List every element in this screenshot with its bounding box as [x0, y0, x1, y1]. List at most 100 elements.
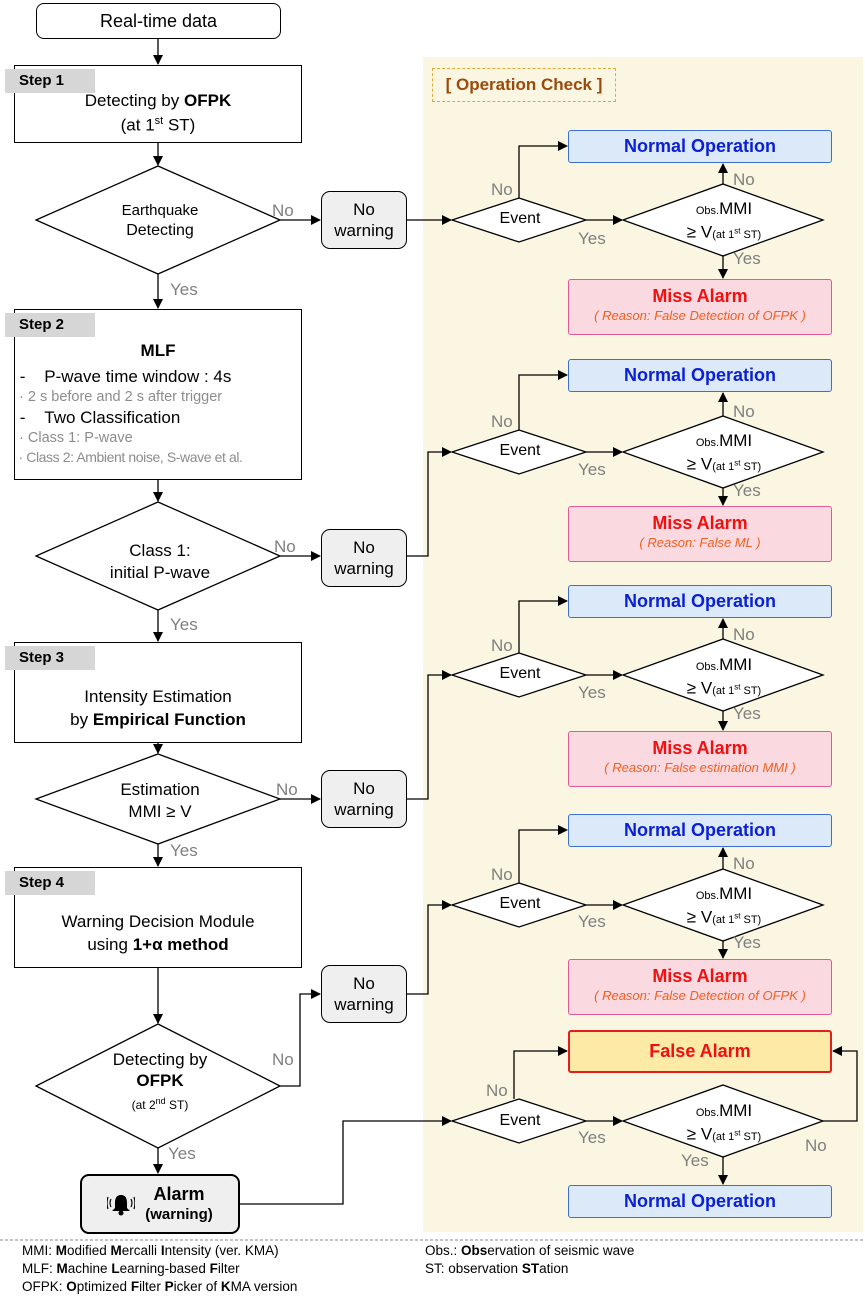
yes-label-1: Yes	[170, 280, 198, 299]
step1-sub: (at 1	[120, 115, 155, 135]
mmi-decision-1: Obs.MMI≥ V(at 1st ST)	[686, 199, 762, 242]
yes-label-3: Yes	[170, 841, 198, 860]
footnote-mlf: MLF: Machine Learning-based Filter	[22, 1261, 240, 1276]
step1-tag: Step 1	[5, 69, 95, 93]
step2-sub2a: Class 1: P-wave	[27, 430, 133, 446]
mmi-diamond-2	[621, 415, 825, 489]
decision-class1	[34, 501, 282, 611]
event-label-1: Event	[499, 210, 541, 227]
real-time-data-box: Real-time data	[36, 3, 281, 39]
step3-sub: by	[70, 710, 93, 729]
arrow-d4-nowarn	[280, 989, 321, 1087]
event-label-4: Event	[499, 895, 541, 912]
yes-label-4: Yes	[168, 1144, 196, 1163]
arrow-nowarn-event-3	[407, 670, 452, 800]
footnote-mmi: MMI: Modified Mercalli Intensity (ver. K…	[22, 1243, 279, 1258]
miss-alarm-1: Miss Alarm( Reason: False Detection of O…	[568, 279, 832, 335]
mmi-diamond-5	[621, 1084, 825, 1158]
footnote-right: Obs.: Observation of seismic wave ST: ob…	[425, 1242, 634, 1278]
r4-no-event: No	[491, 865, 513, 884]
mmi-decision-4: Obs.MMI≥ V(at 1st ST)	[686, 884, 762, 927]
bell-icon	[107, 1195, 136, 1216]
r4-no-mmi: No	[733, 854, 755, 873]
r2-yes-event: Yes	[578, 460, 606, 479]
step3-bold: Empirical Function	[92, 710, 246, 729]
mmi-diamond-3	[621, 638, 825, 712]
footnote-obs: Obs.: Observation of seismic wave	[425, 1243, 635, 1258]
no-label-4: No	[272, 1050, 294, 1069]
r2-no-event: No	[491, 412, 513, 431]
normal-operation-1: Normal Operation	[568, 130, 832, 163]
r5-yes-mmi: Yes	[681, 1151, 709, 1170]
step2-title: MLF	[140, 341, 176, 360]
step4-sub: using	[87, 935, 133, 954]
normal-operation-4: Normal Operation	[568, 814, 832, 847]
alarm-sub: (warning)	[145, 1206, 213, 1223]
event-label-3: Event	[499, 665, 541, 682]
event-diamond-4	[449, 882, 589, 928]
mmi-decision-2: Obs.MMI≥ V(at 1st ST)	[686, 431, 762, 474]
mmi-diamond-1	[621, 183, 825, 257]
footnote-left: MMI: Modified Mercalli Intensity (ver. K…	[22, 1242, 297, 1296]
step4-bold: 1+α method	[132, 935, 229, 954]
no-label-2: No	[274, 537, 296, 556]
operation-check-title: [ Operation Check ]	[432, 68, 616, 102]
alarm-box: Alarm (warning)	[80, 1174, 240, 1234]
r1-no-event: No	[491, 180, 513, 199]
no-label-3: No	[276, 780, 298, 799]
event-label-2: Event	[499, 442, 541, 459]
arrow-nowarn-event-4	[407, 900, 452, 995]
arrow-event-false-alarm	[513, 1046, 568, 1099]
r1-no-mmi: No	[733, 170, 755, 189]
step1-sup: st	[154, 115, 164, 127]
step2-tag: Step 2	[5, 313, 95, 337]
event-diamond-2	[449, 429, 589, 475]
arrow-alarm-event	[240, 1116, 452, 1205]
normal-operation-5: Normal Operation	[568, 1185, 832, 1218]
decision2-text: Class 1:initial P-wave	[109, 541, 211, 582]
r5-no-mmi: No	[805, 1136, 827, 1155]
step3-text: Intensity Estimation	[84, 687, 232, 706]
event-diamond-5	[449, 1098, 589, 1144]
r2-yes-mmi: Yes	[733, 481, 761, 500]
normal-operation-3: Normal Operation	[568, 585, 832, 618]
step1-text: Detecting by	[84, 91, 184, 110]
arrow-mmi-false-alarm	[823, 1046, 858, 1122]
event-label-5: Event	[499, 1112, 541, 1129]
step2-item1: P-wave time window : 4s	[44, 367, 232, 386]
miss-alarm-4: Miss Alarm( Reason: False Detection of O…	[568, 959, 832, 1015]
step4-tag: Step 4	[5, 871, 95, 895]
step2-box: MLF - P-wave time window : 4s · 2 s befo…	[14, 309, 302, 480]
r1-yes-event: Yes	[578, 229, 606, 248]
yes-label-2: Yes	[170, 615, 198, 634]
r3-yes-event: Yes	[578, 683, 606, 702]
r3-yes-mmi: Yes	[733, 704, 761, 723]
footnote-ofpk: OFPK: Optimized Filter Picker of KMA ver…	[22, 1279, 298, 1294]
no-label-1: No	[272, 201, 294, 220]
false-alarm-box: False Alarm	[568, 1030, 832, 1073]
r2-no-mmi: No	[733, 402, 755, 421]
step1-sub-end: ST)	[163, 115, 196, 135]
mmi-decision-5: Obs.MMI≥ V(at 1st ST)	[686, 1101, 762, 1144]
r5-no-event: No	[486, 1081, 508, 1100]
arrow-event-normal-4	[518, 825, 568, 883]
step1-bold: OFPK	[184, 91, 232, 110]
miss-alarm-3: Miss Alarm( Reason: False estimation MMI…	[568, 731, 832, 787]
arrow-nowarn-event-2	[407, 447, 452, 557]
arrow-event-normal-2	[518, 370, 568, 430]
r3-no-event: No	[491, 636, 513, 655]
mmi-decision-3: Obs.MMI≥ V(at 1st ST)	[686, 655, 762, 698]
miss-alarm-2: Miss Alarm( Reason: False ML )	[568, 506, 832, 562]
r4-yes-mmi: Yes	[733, 933, 761, 952]
step2-sub1: 2 s before and 2 s after trigger	[27, 389, 223, 405]
step3-tag: Step 3	[5, 646, 95, 670]
step2-item2: Two Classification	[44, 408, 181, 427]
step4-text: Warning Decision Module	[61, 912, 255, 931]
